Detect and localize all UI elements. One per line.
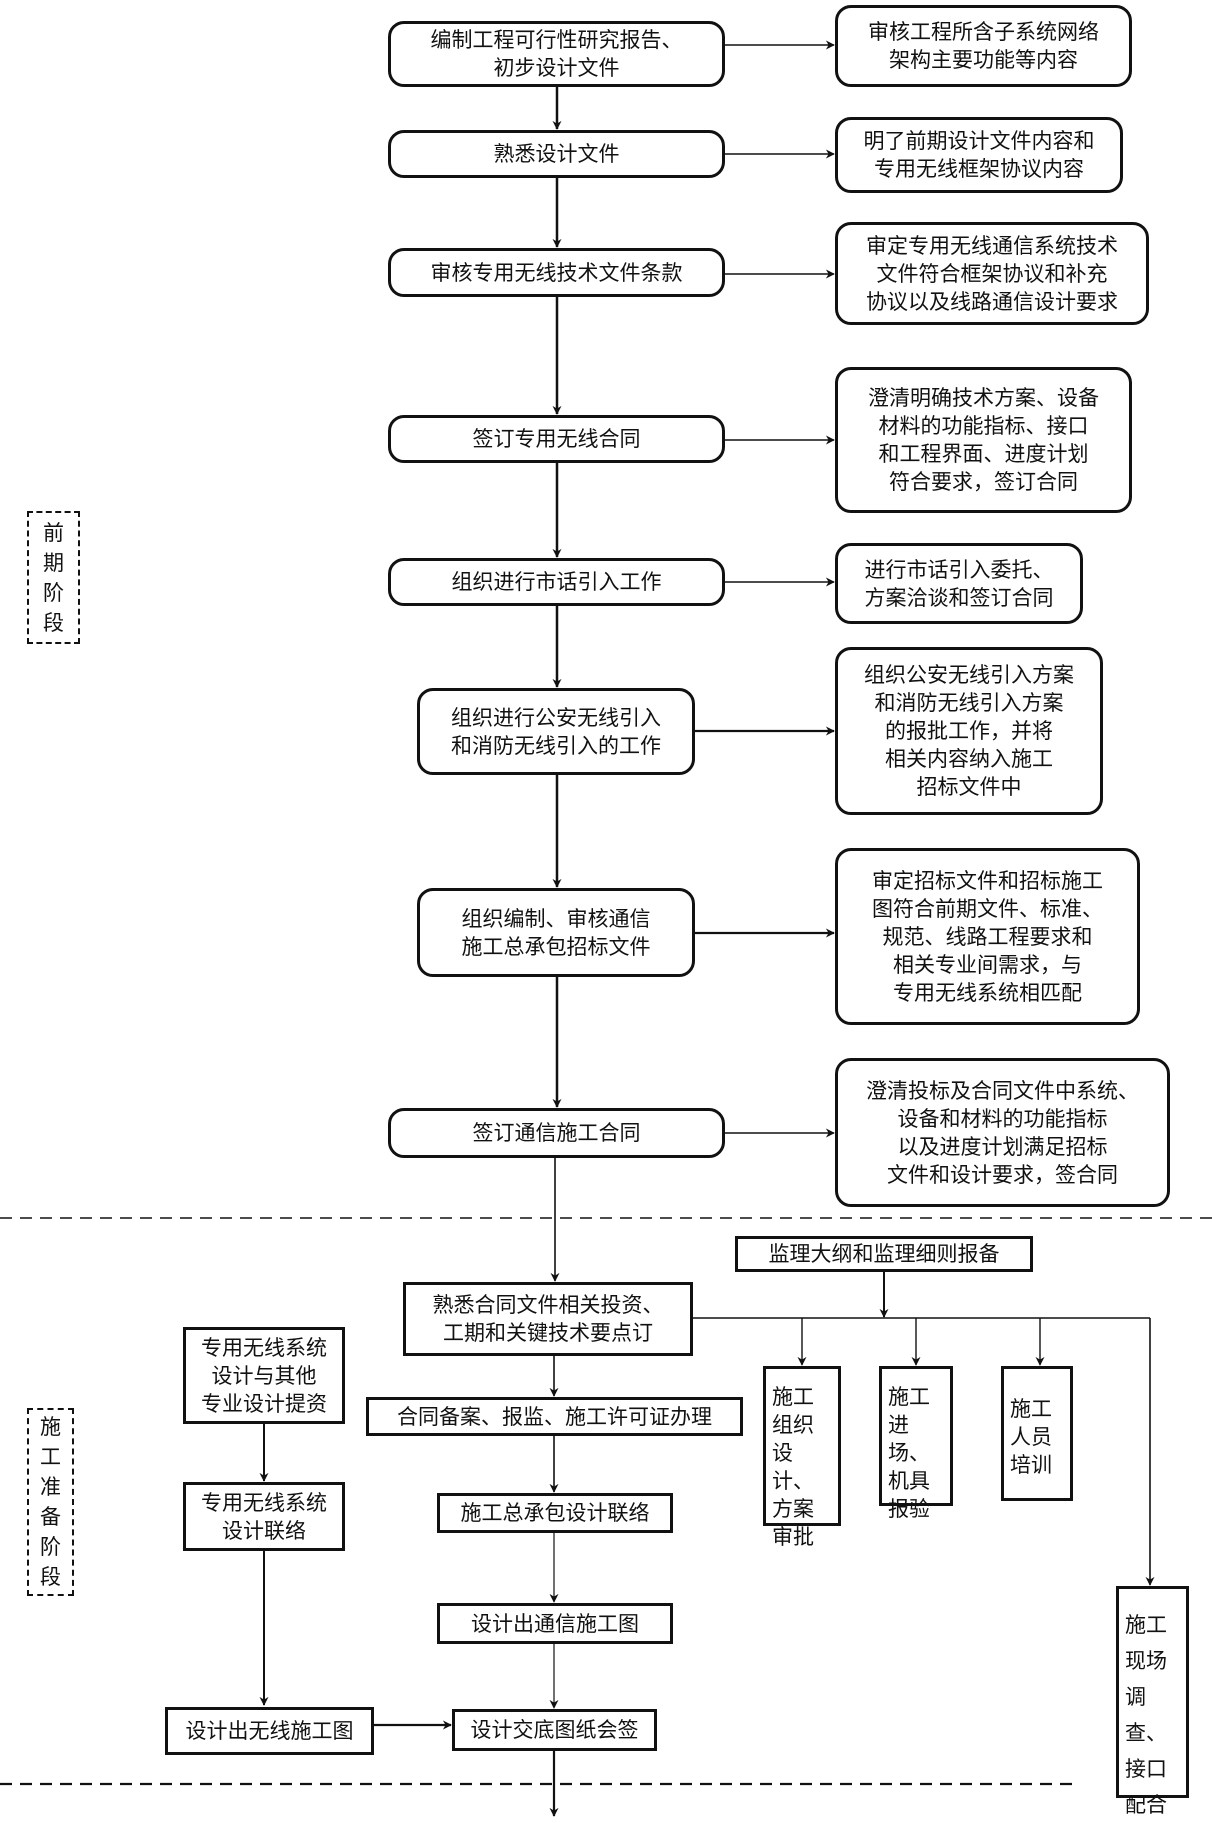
prep-supervision-filing: 监理大纲和监理细则报备 [735, 1236, 1033, 1272]
prep-vtext: 接口 [1125, 1757, 1167, 1781]
step-text: 审核专用无线技术文件条款 [430, 260, 683, 285]
prep-wireless-design-liaison: 专用无线系统 设计联络 [183, 1482, 345, 1551]
prep-text: 专用无线系统 设计联络 [201, 1490, 327, 1543]
note-clarify-bid: 澄清投标及合同文件中系统、 设备和材料的功能指标 以及进度计划满足招标 文件和设… [835, 1058, 1170, 1207]
prep-text: 合同备案、报监、施工许可证办理 [397, 1404, 712, 1429]
prep-vtext: 施工 [1010, 1397, 1052, 1421]
note-text: 明了前期设计文件内容和 专用无线框架协议内容 [863, 129, 1095, 181]
prep-vtext: 施工 [772, 1385, 814, 1409]
note-text: 组织公安无线引入方案 和消防无线引入方案 的报批工作，并将 相关内容纳入施工 招… [864, 663, 1074, 799]
prep-vtext: 施工 [888, 1385, 930, 1409]
prep-vtext: 组织 [772, 1413, 814, 1437]
note-understand-framework: 明了前期设计文件内容和 专用无线框架协议内容 [835, 117, 1123, 193]
note-police-fire-approval: 组织公安无线引入方案 和消防无线引入方案 的报批工作，并将 相关内容纳入施工 招… [835, 647, 1103, 815]
step-review-wireless-terms: 审核专用无线技术文件条款 [388, 248, 725, 297]
note-text: 审定招标文件和招标施工 图符合前期文件、标准、 规范、线路工程要求和 相关专业间… [872, 868, 1103, 1005]
step-tender-documents: 组织编制、审核通信 施工总承包招标文件 [417, 888, 695, 977]
step-feasibility-report: 编制工程可行性研究报告、 初步设计文件 [388, 21, 725, 87]
note-text: 澄清明确技术方案、设备 材料的功能指标、接口 和工程界面、进度计划 符合要求，签… [868, 386, 1099, 494]
note-text: 进行市话引入委托、 方案洽谈和签订合同 [864, 557, 1054, 610]
step-text: 熟悉设计文件 [493, 142, 620, 166]
note-telephone-entrust: 进行市话引入委托、 方案洽谈和签订合同 [835, 543, 1083, 624]
prep-site-survey: 施工 现场 调查、 接口 配合 [1116, 1586, 1189, 1817]
prep-text: 熟悉合同文件相关投资、 工期和关键技术要点订 [432, 1293, 664, 1345]
phase-label-prep: 施工准备阶段 [27, 1408, 74, 1596]
phase-label-pre-text: 前期阶段 [43, 520, 64, 635]
step-text: 签订专用无线合同 [472, 427, 641, 451]
prep-wireless-info-exchange: 专用无线系统 设计与其他 专业设计提资 [183, 1327, 345, 1424]
step-text: 组织进行公安无线引入 和消防无线引入的工作 [451, 705, 661, 758]
prep-gc-design-liaison: 施工总承包设计联络 [437, 1493, 673, 1533]
note-approve-tender: 审定招标文件和招标施工 图符合前期文件、标准、 规范、线路工程要求和 相关专业间… [835, 848, 1140, 1025]
note-text: 审定专用无线通信系统技术 文件符合框架协议和补充 协议以及线路通信设计要求 [866, 233, 1118, 314]
step-text: 编制工程可行性研究报告、 初步设计文件 [430, 28, 683, 80]
prep-org-design-approval: 施工 组织 设计、 方案 审批 [763, 1366, 841, 1549]
prep-text: 设计交底图纸会签 [470, 1718, 639, 1742]
prep-vtext: 报验 [888, 1497, 930, 1521]
prep-vtext: 机具 [888, 1469, 930, 1493]
prep-vtext: 调查、 [1125, 1685, 1167, 1745]
note-text: 澄清投标及合同文件中系统、 设备和材料的功能指标 以及进度计划满足招标 文件和设… [866, 1078, 1139, 1187]
prep-comm-drawings: 设计出通信施工图 [437, 1603, 673, 1644]
step-sign-wireless-contract: 签订专用无线合同 [388, 415, 725, 463]
note-review-subsystems: 审核工程所含子系统网络 架构主要功能等内容 [835, 5, 1132, 87]
prep-vtext: 审批 [772, 1525, 814, 1549]
prep-vtext: 现场 [1125, 1649, 1167, 1673]
step-local-telephone: 组织进行市话引入工作 [388, 558, 725, 606]
note-clarify-tech-plan: 澄清明确技术方案、设备 材料的功能指标、接口 和工程界面、进度计划 符合要求，签… [835, 367, 1132, 513]
prep-vtext: 人员 [1010, 1425, 1052, 1449]
prep-vtext: 施工 [1125, 1613, 1167, 1637]
prep-staff-training: 施工 人员 培训 [1001, 1366, 1073, 1501]
note-text: 审核工程所含子系统网络 架构主要功能等内容 [868, 20, 1099, 72]
prep-text: 监理大纲和监理细则报备 [768, 1242, 1000, 1266]
step-sign-construction-contract: 签订通信施工合同 [388, 1108, 725, 1158]
prep-text: 设计出通信施工图 [471, 1611, 639, 1636]
step-police-fire-wireless: 组织进行公安无线引入 和消防无线引入的工作 [417, 688, 695, 775]
prep-text: 施工总承包设计联络 [460, 1501, 650, 1525]
prep-vtext: 培训 [1010, 1453, 1052, 1477]
phase-label-prep-text: 施工准备阶段 [40, 1415, 61, 1589]
prep-text: 设计出无线施工图 [185, 1719, 354, 1743]
step-text: 组织编制、审核通信 施工总承包招标文件 [461, 906, 651, 959]
prep-wireless-drawings: 设计出无线施工图 [165, 1707, 374, 1755]
prep-permits: 合同备案、报监、施工许可证办理 [366, 1397, 743, 1436]
step-text: 签订通信施工合同 [472, 1121, 641, 1145]
prep-site-entry-inspection: 施工 进场、 机具 报验 [879, 1366, 953, 1521]
prep-design-handover: 设计交底图纸会签 [452, 1709, 657, 1751]
prep-vtext: 进场、 [888, 1413, 930, 1465]
step-text: 组织进行市话引入工作 [451, 570, 662, 594]
phase-label-pre: 前期阶段 [27, 511, 80, 644]
prep-vtext: 设计、 [772, 1441, 814, 1493]
prep-vtext: 方案 [772, 1497, 814, 1521]
prep-vtext: 配合 [1125, 1793, 1167, 1817]
prep-text: 专用无线系统 设计与其他 专业设计提资 [201, 1335, 327, 1416]
note-approve-wireless-tech: 审定专用无线通信系统技术 文件符合框架协议和补充 协议以及线路通信设计要求 [835, 222, 1149, 325]
prep-familiarize-contract: 熟悉合同文件相关投资、 工期和关键技术要点订 [403, 1282, 693, 1356]
step-familiarize-design: 熟悉设计文件 [388, 130, 725, 178]
